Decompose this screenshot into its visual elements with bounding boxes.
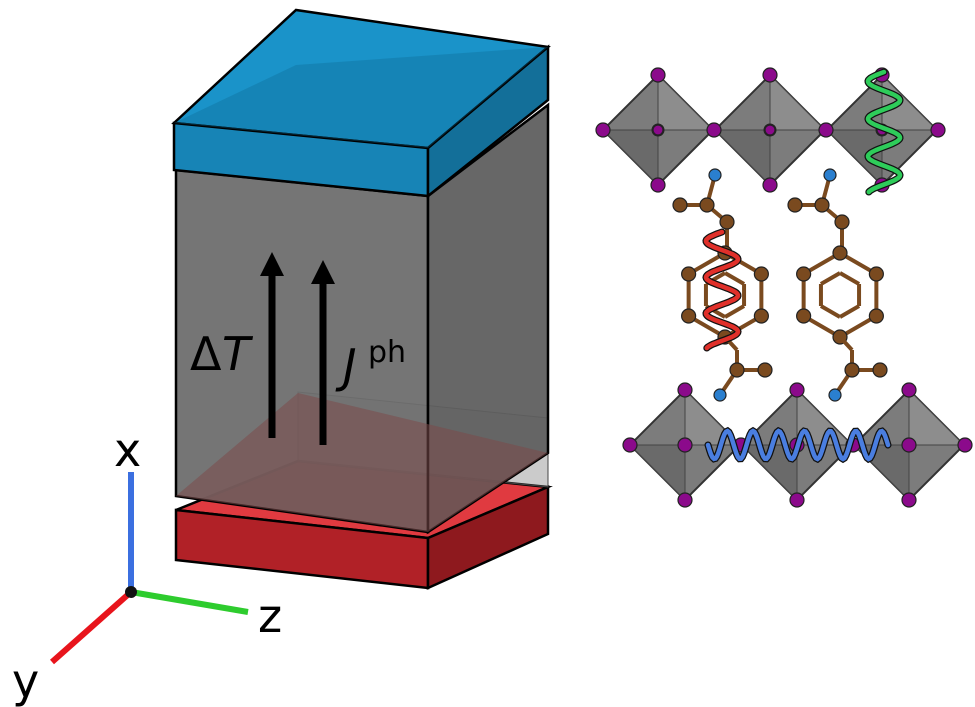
carbon-atom	[719, 214, 735, 230]
axis-y-line	[50, 589, 133, 665]
metal-atom	[595, 122, 611, 138]
metal-atom	[677, 382, 693, 398]
crystal-structure	[595, 67, 973, 508]
temperature-variable: T	[222, 327, 254, 381]
carbon-atom	[672, 197, 688, 213]
carbon-atom	[814, 197, 830, 213]
octahedron-facet	[825, 129, 883, 187]
heat-sink-inner-shade	[174, 47, 548, 148]
metal-atom	[818, 122, 834, 138]
octahedron-facet	[769, 73, 827, 131]
axis-origin	[125, 586, 137, 598]
metal-atom	[764, 124, 776, 136]
axis-z-line	[130, 589, 249, 615]
carbon-atom	[681, 266, 697, 282]
octahedron-facet	[628, 444, 686, 502]
delta-symbol: Δ	[190, 327, 222, 381]
octahedron-facet	[881, 73, 939, 131]
flux-superscript: ph	[368, 335, 406, 370]
ring-bond	[723, 304, 746, 319]
metal-atom	[762, 177, 778, 193]
octahedron-facet	[601, 129, 659, 187]
heat-source-side-face	[426, 485, 550, 590]
axis-z-label: z	[258, 589, 282, 643]
metal-atom	[930, 122, 946, 138]
ring-bond	[819, 304, 842, 319]
carbon-atom	[729, 362, 745, 378]
hydrogen-atom	[708, 168, 722, 182]
axis-x-label: x	[114, 423, 141, 477]
metal-atom	[677, 437, 693, 453]
delta-t-arrow	[260, 252, 284, 438]
metal-atom	[789, 382, 805, 398]
metal-atom	[901, 492, 917, 508]
axis-triad: x z y	[12, 423, 282, 707]
metal-atom	[677, 492, 693, 508]
carbon-atom	[834, 214, 850, 230]
carbon-atom	[796, 266, 812, 282]
carbon-atom	[796, 308, 812, 324]
phonon-helix-blue	[705, 428, 891, 462]
hydrogen-atom	[823, 168, 837, 182]
metal-atom	[622, 437, 638, 453]
carbon-atom	[757, 362, 773, 378]
phonon-helix-green	[865, 69, 903, 195]
up-arrow-icon	[260, 252, 284, 276]
ring-bond	[819, 271, 842, 286]
carbon-atom	[868, 266, 884, 282]
hydrogen-atom	[828, 388, 842, 402]
carbon-atom	[753, 266, 769, 282]
carbon-atom	[868, 308, 884, 324]
octahedron-facet	[657, 73, 715, 131]
metal-atom	[957, 437, 973, 453]
bond	[838, 335, 854, 352]
ring-bond	[838, 304, 861, 319]
carbon-atom	[787, 197, 803, 213]
hydrogen-atom	[713, 388, 727, 402]
axis-y-label: y	[12, 654, 39, 707]
carbon-atom	[753, 308, 769, 324]
carbon-atom	[681, 308, 697, 324]
metal-atom	[762, 67, 778, 83]
metal-atom	[789, 492, 805, 508]
heat-sink-side-face	[426, 44, 550, 199]
metal-atom	[650, 177, 666, 193]
phonon-flux-arrow	[311, 260, 335, 445]
carbon-atom	[832, 245, 848, 261]
carbon-atom	[844, 362, 860, 378]
carbon-atom	[872, 362, 888, 378]
metal-atom	[650, 67, 666, 83]
ring-bond	[723, 271, 746, 286]
carbon-atom	[699, 197, 715, 213]
metal-atom	[706, 122, 722, 138]
octahedron-facet	[713, 129, 771, 187]
metal-atom	[901, 382, 917, 398]
metal-atom	[652, 124, 664, 136]
octahedron-facet	[908, 388, 966, 446]
up-arrow-icon	[311, 260, 335, 284]
metal-atom	[901, 437, 917, 453]
ring-bond	[838, 271, 861, 286]
phonon-helix-red	[703, 229, 741, 351]
heat-sink-slab	[171, 8, 551, 199]
